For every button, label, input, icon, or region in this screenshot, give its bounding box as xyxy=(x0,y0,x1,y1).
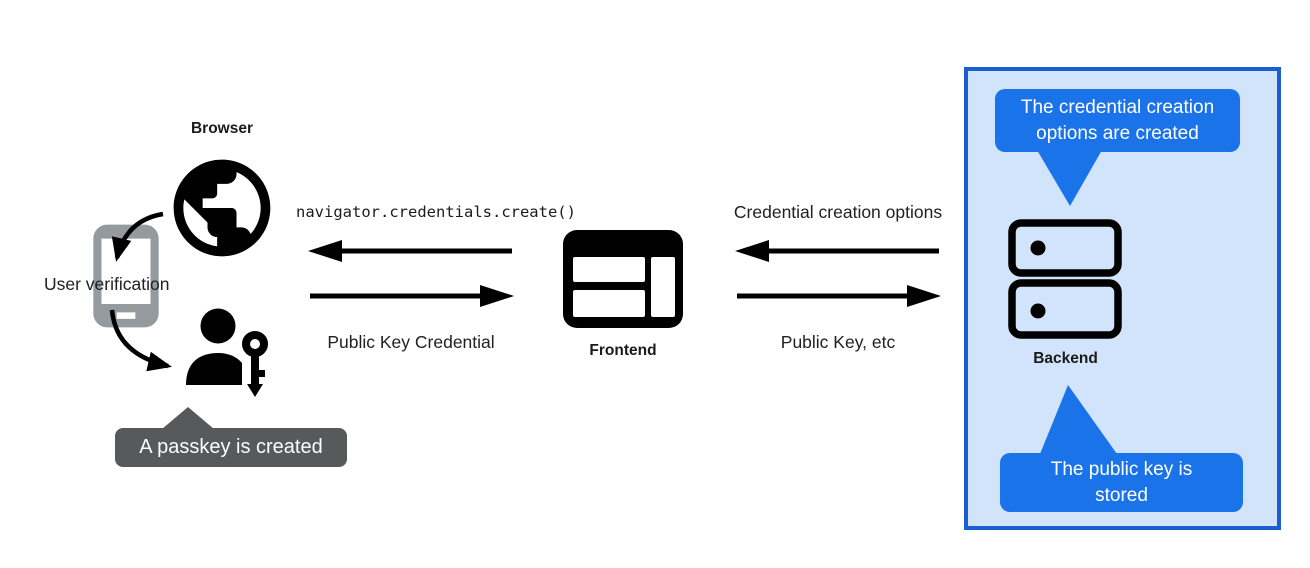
smartphone-icon xyxy=(93,224,159,328)
backend-label: Backend xyxy=(1033,350,1098,367)
credential-options-created-bubble: The credential creation options are crea… xyxy=(995,89,1240,152)
browser-label: Browser xyxy=(190,120,254,137)
passkey-tooltip: A passkey is created xyxy=(115,428,347,467)
user-verification-label: User verification xyxy=(44,274,170,294)
browser-window-icon xyxy=(563,230,683,328)
curved-flow-arrows xyxy=(109,211,172,372)
arrow-public-key-etc xyxy=(737,285,941,307)
public-key-stored-bubble: The public key is stored xyxy=(1000,453,1243,512)
arrow-device-to-user xyxy=(109,309,172,372)
credential-creation-options-label: Credential creation options xyxy=(733,202,943,222)
arrow-public-key-credential xyxy=(310,285,514,307)
bubble-line: The public key is xyxy=(1050,458,1193,480)
arrow-browser-to-device xyxy=(111,211,164,262)
navigator-credentials-create-text: navigator.credentials.create() xyxy=(296,203,576,221)
server-stack-icon xyxy=(1008,219,1122,339)
globe-icon xyxy=(173,159,271,257)
person-with-key-icon xyxy=(186,308,272,397)
passkey-tooltip-pointer xyxy=(162,407,214,429)
bubble-line: The credential creation xyxy=(1020,96,1215,118)
bottom-bubble-pointer xyxy=(1040,385,1117,454)
public-key-credential-label: Public Key Credential xyxy=(327,332,495,352)
frontend-label: Frontend xyxy=(589,342,657,359)
bubble-line: options are created xyxy=(1036,122,1199,144)
public-key-etc-label: Public Key, etc xyxy=(780,332,896,352)
arrow-credential-creation-options xyxy=(735,240,939,262)
arrow-navigator-credentials-create xyxy=(308,240,512,262)
bubble-line: stored xyxy=(1095,484,1148,506)
top-bubble-pointer xyxy=(1037,150,1102,206)
